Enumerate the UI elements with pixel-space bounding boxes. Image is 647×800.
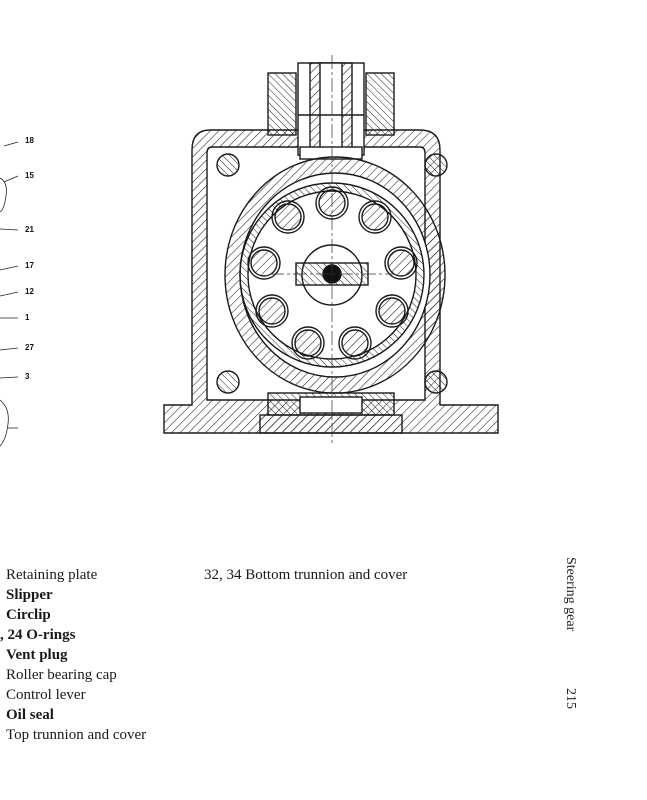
callout-column: 18 15 21 17 12 1 27 3: [0, 0, 60, 470]
callout-number: 12: [25, 287, 34, 296]
legend-item: 32, 34 Bottom trunnion and cover: [204, 567, 408, 583]
callout-number: 18: [25, 136, 34, 145]
legend-item: Vent plug: [6, 647, 68, 663]
callout-number: 3: [25, 372, 30, 381]
callout-number: 1: [25, 313, 30, 322]
callout-number: 27: [25, 343, 34, 352]
callout-number: 21: [25, 225, 34, 234]
legend-item: Circlip: [6, 607, 51, 623]
legend-item: Retaining plate: [6, 567, 98, 583]
legend-item: Roller bearing cap: [6, 667, 117, 683]
callout-number: 17: [25, 261, 34, 270]
callout-number: 15: [25, 171, 34, 180]
callout-leaders: [0, 141, 19, 447]
legend-item: Oil seal: [6, 707, 54, 723]
page-number: 215: [563, 688, 578, 709]
legend-item: , 24 O-rings: [0, 627, 76, 643]
legend-item: Control lever: [6, 687, 86, 703]
section-title: Steering gear: [563, 557, 578, 632]
legend-item: Top trunnion and cover: [6, 727, 147, 743]
cross-section-drawing: [163, 55, 499, 445]
legend-item: Slipper: [6, 587, 53, 603]
steering-gear-cross-section: [150, 55, 520, 450]
